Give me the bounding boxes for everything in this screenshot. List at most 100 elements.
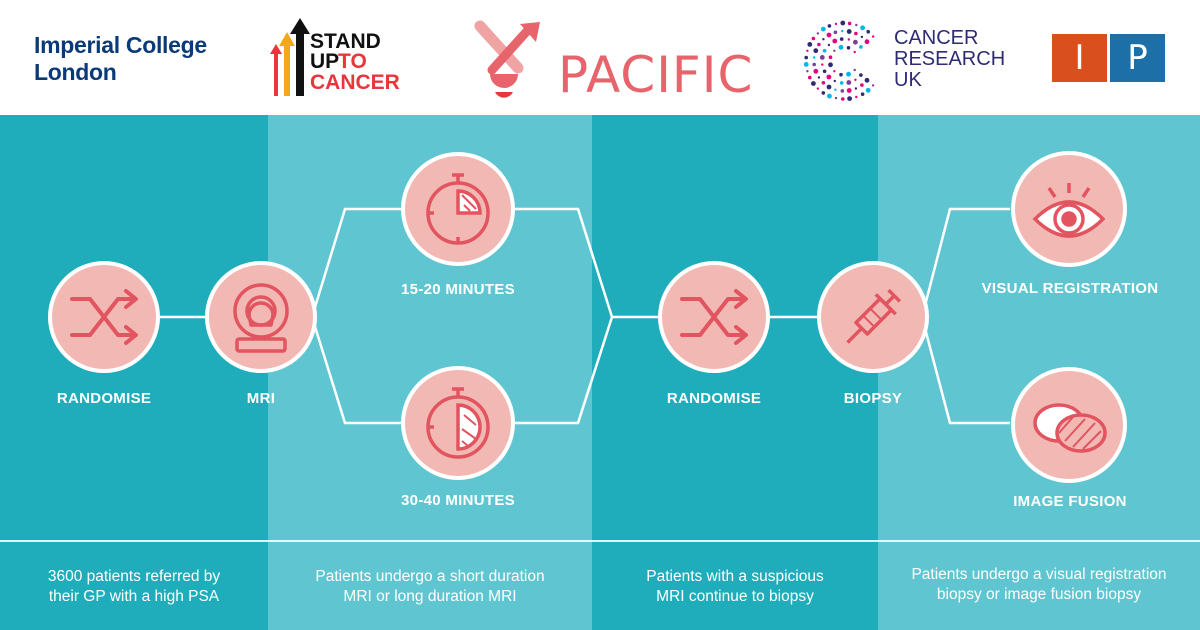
- caption-referral: 3600 patients referred by their GP with …: [0, 567, 268, 607]
- cruk-dot: [840, 89, 845, 93]
- imperial-college-logo: Imperial College London: [34, 32, 207, 86]
- cruk-dot: [806, 70, 809, 73]
- ip-logo: I P: [1052, 34, 1165, 82]
- cruk-dot: [840, 20, 846, 26]
- label-long-mri: 30-40 MINUTES: [401, 492, 515, 509]
- cruk-dot: [860, 25, 865, 31]
- visual-registration-circle: [1011, 151, 1127, 267]
- biopsy-circle: [817, 261, 929, 373]
- cruk-dot: [812, 62, 816, 67]
- su2c-word-cancer: CANCER: [310, 71, 400, 94]
- cruk-dot: [813, 68, 819, 74]
- cruk-dot: [808, 75, 812, 80]
- cruk-dot: [854, 78, 857, 81]
- cruk-dot: [826, 84, 832, 90]
- image-fusion-icon: [1033, 403, 1107, 453]
- stand-up-to-cancer-logo: STAND UP TO CANCER: [270, 18, 400, 96]
- pacific-logo: PACIFIC: [470, 20, 752, 104]
- cruk-dot: [832, 38, 838, 44]
- cruk-dot: [839, 37, 844, 41]
- su2c-arrow-black: [290, 18, 310, 96]
- imperial-line-2: London: [34, 59, 117, 85]
- cruk-dot: [803, 62, 809, 67]
- cruk-dot: [846, 88, 852, 93]
- cruk-dot: [864, 39, 870, 45]
- stopwatch-quarter-icon: [426, 173, 490, 245]
- cruk-dot: [827, 43, 831, 47]
- cruk-dot: [817, 76, 821, 79]
- cruk-dot: [804, 55, 808, 60]
- cruk-dot: [821, 81, 826, 85]
- cruk-dot: [855, 95, 858, 99]
- randomise-circle-1: [48, 261, 160, 373]
- shuffle-icon: [70, 289, 138, 345]
- trial-flow-diagram: RANDOMISE MRI 15-20 MINUTES 30-40 MINUTE…: [0, 115, 1200, 630]
- mri-scanner-icon: [233, 283, 289, 353]
- caption-biopsy: Patients undergo a visual registration b…: [878, 565, 1200, 605]
- cruk-dot: [860, 92, 865, 96]
- randomise-circle-2: [658, 261, 770, 373]
- imperial-line-1: Imperial College: [34, 32, 207, 58]
- su2c-word-stand: STAND: [310, 30, 381, 53]
- cruk-dot: [855, 23, 858, 27]
- pacific-wordmark: PACIFIC: [558, 46, 754, 104]
- cruk-dot: [841, 97, 845, 101]
- band-referral: [0, 115, 268, 630]
- cruk-dotted-c-icon: [803, 20, 875, 101]
- cruk-dot: [864, 77, 870, 83]
- shuffle-icon: [680, 289, 748, 345]
- caption-divider: [0, 540, 1200, 542]
- logo-header: Imperial College London STAND UP TO CANC…: [0, 0, 1200, 115]
- long-mri-circle: [401, 366, 515, 480]
- label-biopsy: BIOPSY: [843, 390, 903, 407]
- cruk-dot: [828, 55, 833, 59]
- cruk-word-cancer: CANCER: [894, 27, 979, 49]
- syringe-icon: [846, 288, 902, 344]
- ip-logo-p: P: [1110, 34, 1165, 82]
- cruk-dot: [813, 48, 819, 54]
- cruk-dot: [847, 38, 850, 41]
- cruk-dot: [821, 63, 824, 66]
- cruk-dot: [822, 48, 827, 53]
- cruk-dot: [847, 21, 852, 26]
- cruk-dot: [853, 39, 858, 45]
- cruk-dot: [846, 29, 852, 34]
- pacific-ribbon-icon: [474, 20, 540, 98]
- cruk-dot: [819, 55, 825, 60]
- cancer-research-uk-logo: CANCER RESEARCH UK: [800, 20, 1020, 102]
- cruk-dot: [833, 49, 836, 52]
- cruk-dot: [871, 84, 875, 87]
- cruk-dot: [860, 35, 864, 39]
- flow-connectors: [160, 207, 1010, 425]
- cruk-dot: [833, 70, 836, 73]
- caption-randomise-line-2: MRI continue to biopsy: [656, 588, 814, 605]
- cruk-dot: [865, 87, 871, 93]
- label-randomise-2: RANDOMISE: [666, 390, 762, 407]
- caption-referral-line-1: 3600 patients referred by: [47, 568, 221, 585]
- cruk-dot: [827, 93, 832, 99]
- cruk-dot: [816, 32, 820, 35]
- label-visual-registration: VISUAL REGISTRATION: [981, 280, 1159, 297]
- caption-mri-line-2: MRI or long duration MRI: [343, 588, 517, 605]
- su2c-word-up: UP: [310, 50, 339, 73]
- band-randomise: [592, 115, 878, 630]
- cruk-dot: [811, 81, 816, 86]
- cruk-dot: [833, 79, 836, 83]
- caption-mri: Patients undergo a short duration MRI or…: [268, 567, 592, 607]
- cruk-dot: [839, 72, 843, 77]
- cruk-dot: [853, 68, 856, 72]
- ip-logo-i: I: [1052, 34, 1107, 82]
- caption-mri-line-1: Patients undergo a short duration: [315, 568, 545, 585]
- caption-biopsy-line-1: Patients undergo a visual registration: [911, 566, 1167, 583]
- cruk-dot: [827, 24, 832, 28]
- cruk-dot: [866, 29, 870, 34]
- label-mri: MRI: [246, 390, 276, 407]
- mri-circle: [205, 261, 317, 373]
- cruk-dot: [834, 96, 838, 100]
- cruk-dot: [847, 96, 852, 101]
- cruk-dot: [838, 44, 844, 50]
- su2c-word-to: TO: [338, 50, 367, 73]
- cruk-dot: [841, 29, 844, 33]
- caption-biopsy-line-2: biopsy or image fusion biopsy: [936, 586, 1142, 603]
- image-fusion-circle: [1011, 367, 1127, 483]
